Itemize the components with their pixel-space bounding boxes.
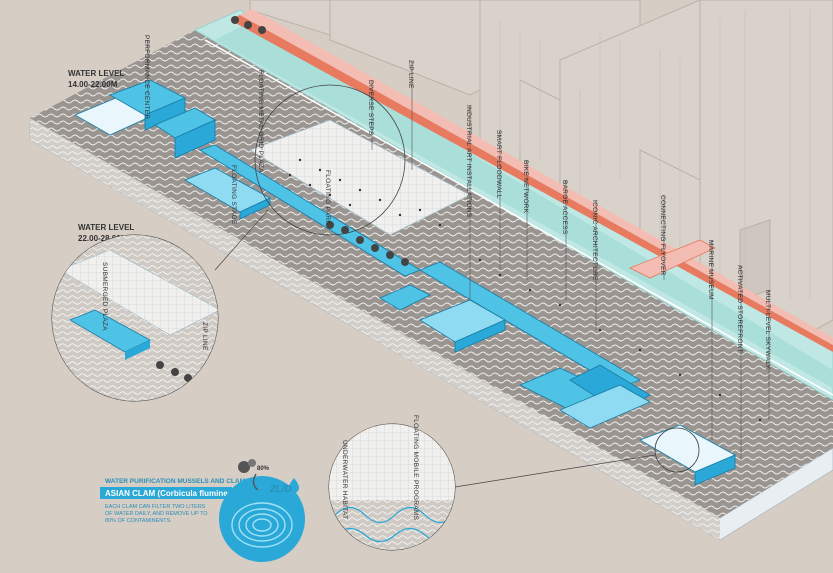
contaminant-icon: 80%: [238, 459, 270, 473]
water-level-low-range: 22.00-28.00M: [78, 234, 128, 243]
inset-label-floating-mobile-programs: FLOATING MOBILE PROGRAMS: [412, 415, 419, 521]
trees: [231, 16, 409, 266]
info-percent: 80%: [257, 466, 270, 472]
floodwall-line: [204, 39, 833, 396]
leader-lines: [147, 40, 770, 460]
label-diverse-steps: DIVERSE STEPS: [367, 80, 374, 136]
filter-arrow-icon: [252, 473, 259, 491]
inset-label-submerged-plaza: SUBMERGED PLAZA: [101, 262, 108, 331]
callout-labels: PERFORMANCE CENTER FLOATING METAL GRID P…: [143, 35, 771, 370]
info-body-line3: 80% OF CONTAMINENTS.: [105, 518, 172, 524]
people-and-trees: [288, 158, 762, 422]
zoom-connector-2: [454, 454, 656, 488]
zoom-circle-museum: [654, 427, 700, 473]
info-subtitle: ASIAN CLAM (Corbicula fluminea): [105, 489, 235, 498]
info-subtitle-bar: [100, 487, 232, 499]
label-performance-center: PERFORMANCE CENTER: [143, 35, 150, 120]
clam-info: WATER PURIFICATION MUSSELS AND CLAMS ASI…: [100, 459, 305, 562]
water-level-high-title: WATER LEVEL: [68, 69, 124, 78]
water-level-low-title: WATER LEVEL: [78, 223, 134, 232]
connecting-flyover: [629, 239, 716, 279]
label-zip-line: ZIP LINE: [407, 60, 414, 89]
label-connecting-flyover: CONNECTING FLYOVER: [659, 195, 666, 276]
inset-low-water: SUBMERGED PLAZA ZIP LINE: [51, 234, 219, 402]
label-smart-floodwall: SMART FLOODWALL: [495, 130, 502, 199]
label-industrial-art-installations: INDUSTRIAL ART INSTALLATIONS: [465, 105, 472, 218]
water-level-low: WATER LEVEL 22.00-28.00M: [78, 223, 134, 243]
label-floating-metal-grid-plaza: FLOATING METAL GRID PLAZA: [257, 70, 264, 173]
info-body-line1: EACH CLAM CAN FILTER TWO LITERS: [105, 504, 206, 510]
label-activated-storefront: ACTIVATED STOREFRONT: [736, 265, 743, 353]
inset-underwater: FLOATING MOBILE PROGRAMS UNDERWATER HABI…: [328, 415, 456, 551]
promenade-inner: [215, 22, 833, 388]
label-floating-stage: FLOATING STAGE: [230, 165, 237, 225]
water-level-high-range: 14.00-22.00M: [68, 80, 118, 89]
label-barge-access: BARGE ACCESS: [561, 180, 568, 235]
label-marine-museum: MARINE MUSEUM: [707, 240, 714, 300]
label-floating-park: FLOATING PARK: [324, 170, 331, 225]
info-title: WATER PURIFICATION MUSSELS AND CLAMS: [105, 478, 250, 485]
water-level-high: WATER LEVEL 14.00-22.00M: [68, 69, 124, 89]
info-rate: 2L/D: [269, 484, 292, 495]
inset-label-underwater-habitat: UNDERWATER HABITAT: [341, 440, 348, 519]
clam-shell-icon: [231, 502, 293, 548]
label-iconic-architecture: ICONIC ARCHITECTURE: [591, 200, 598, 281]
label-multi-level-skywalk: MULTI-LEVEL SKYWALK: [764, 290, 771, 370]
bike-path: [230, 15, 833, 352]
water-drop-icon: [289, 478, 299, 493]
inset-label-zip-line: ZIP LINE: [201, 322, 208, 351]
waterfront-structures: [73, 79, 737, 486]
zoom-connector-1: [214, 209, 269, 271]
info-body-line2: OF WATER DAILY, AND REMOVE UP TO: [105, 511, 208, 517]
label-bike-network: BIKE NETWORK: [522, 160, 529, 214]
zoom-circle-plaza: [254, 84, 406, 236]
